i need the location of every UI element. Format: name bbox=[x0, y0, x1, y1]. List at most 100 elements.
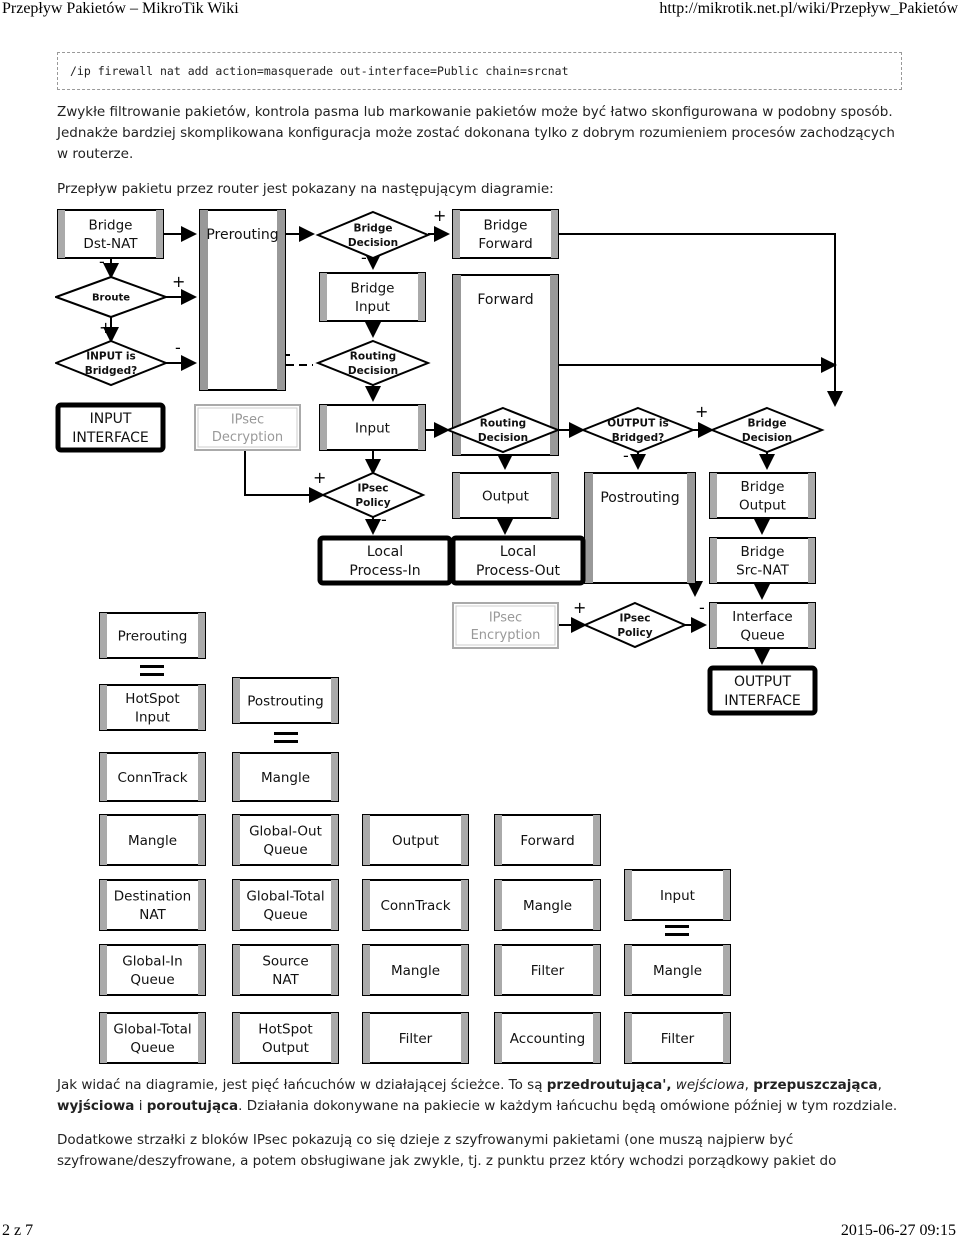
equals-icon bbox=[274, 732, 298, 743]
box-pre2: Prerouting bbox=[99, 612, 206, 659]
svg-text:Forward: Forward bbox=[520, 833, 574, 849]
svg-text:Mangle: Mangle bbox=[261, 770, 310, 786]
svg-text:Routing: Routing bbox=[480, 418, 526, 430]
packet-flow-diagram: BridgeDst-NATPreroutingBridgeInputBridge… bbox=[55, 206, 905, 1064]
svg-text:Input: Input bbox=[355, 420, 390, 436]
svg-text:Bridged?: Bridged? bbox=[85, 365, 138, 377]
page-header: Przepływ Pakietów – MikroTik Wiki http:/… bbox=[0, 0, 960, 18]
svg-text:Source: Source bbox=[262, 954, 308, 970]
diamond-input-is-bridged: INPUT is Bridged? bbox=[55, 339, 169, 387]
svg-text:Decision: Decision bbox=[478, 432, 528, 444]
diamond-broute: Broute bbox=[55, 275, 169, 319]
conjunction: i bbox=[134, 1098, 147, 1114]
box-mangle1: Mangle bbox=[99, 814, 206, 866]
page-number: 2 z 7 bbox=[2, 1222, 34, 1239]
svg-text:Output: Output bbox=[482, 488, 529, 504]
page-title: Przepływ Pakietów – MikroTik Wiki bbox=[2, 0, 239, 17]
svg-text:ConnTrack: ConnTrack bbox=[117, 770, 187, 786]
paragraph-ipsec: Dodatkowe strzałki z bloków IPsec pokazu… bbox=[57, 1132, 837, 1169]
svg-text:Forward: Forward bbox=[477, 292, 533, 308]
box-filter2: Filter bbox=[494, 944, 601, 996]
svg-text:HotSpot: HotSpot bbox=[125, 691, 179, 707]
svg-text:Global-Total: Global-Total bbox=[113, 1022, 191, 1038]
svg-text:Input: Input bbox=[135, 709, 170, 725]
box-conntrack2: ConnTrack bbox=[362, 879, 469, 931]
svg-text:Global-Out: Global-Out bbox=[249, 824, 322, 840]
svg-text:NAT: NAT bbox=[139, 907, 166, 923]
connector-arrow bbox=[244, 450, 325, 503]
sign-minus: - bbox=[175, 338, 181, 357]
box-conntrack1: ConnTrack bbox=[99, 752, 206, 802]
svg-text:OUTPUT is: OUTPUT is bbox=[607, 418, 669, 430]
box-mangle4: Mangle bbox=[494, 879, 601, 931]
chain-prerouting: przedroutująca', bbox=[546, 1077, 672, 1093]
chains-text-a: Jak widać na diagramie, jest pięć łańcuc… bbox=[57, 1077, 547, 1093]
svg-text:Destination: Destination bbox=[114, 889, 191, 905]
svg-text:Mangle: Mangle bbox=[128, 833, 177, 849]
chain-forward: przepuszczająca bbox=[753, 1077, 878, 1093]
svg-text:Queue: Queue bbox=[130, 972, 174, 988]
svg-text:Bridge: Bridge bbox=[354, 223, 393, 235]
sign-minus: - bbox=[699, 598, 705, 617]
svg-text:Prerouting: Prerouting bbox=[206, 227, 278, 243]
sign-minus: - bbox=[361, 248, 367, 267]
box-forward2: Forward bbox=[494, 814, 601, 866]
svg-text:Postrouting: Postrouting bbox=[600, 490, 679, 506]
svg-text:Queue: Queue bbox=[263, 842, 307, 858]
svg-text:NAT: NAT bbox=[272, 972, 299, 988]
svg-text:Filter: Filter bbox=[531, 963, 565, 979]
svg-text:Routing: Routing bbox=[350, 351, 396, 363]
svg-text:Filter: Filter bbox=[399, 1031, 433, 1047]
svg-text:Queue: Queue bbox=[130, 1040, 174, 1056]
chain-output: wyjściowa bbox=[57, 1098, 135, 1114]
svg-text:Input: Input bbox=[660, 888, 695, 904]
equals-icon bbox=[665, 925, 689, 936]
svg-text:IPsec: IPsec bbox=[357, 483, 388, 495]
print-date: 2015-06-27 09:15 bbox=[840, 1222, 956, 1239]
sign-plus: + bbox=[172, 272, 185, 291]
paragraph-chains: Jak widać na diagramie, jest pięć łańcuc… bbox=[57, 1075, 907, 1117]
box-filter3: Filter bbox=[624, 1012, 731, 1064]
svg-text:INPUT: INPUT bbox=[90, 411, 132, 427]
svg-text:IPsec: IPsec bbox=[231, 412, 264, 427]
box-mangle5: Mangle bbox=[624, 944, 731, 996]
svg-text:Bridge: Bridge bbox=[740, 544, 784, 560]
box-accounting: Accounting bbox=[494, 1012, 601, 1064]
box-output2: Output bbox=[362, 814, 469, 866]
svg-text:Process-Out: Process-Out bbox=[476, 563, 560, 579]
svg-text:Decryption: Decryption bbox=[212, 430, 283, 445]
svg-text:Queue: Queue bbox=[263, 907, 307, 923]
svg-text:Filter: Filter bbox=[661, 1031, 695, 1047]
sign-minus: - bbox=[623, 446, 629, 465]
sign-minus: - bbox=[381, 510, 387, 529]
paragraph-diagram-intro: Przepływ pakietu przez router jest pokaz… bbox=[57, 181, 554, 197]
svg-text:Local: Local bbox=[367, 544, 403, 560]
box-filter1: Filter bbox=[362, 1012, 469, 1064]
sign-plus: + bbox=[99, 318, 112, 337]
sign-plus: + bbox=[433, 206, 446, 225]
svg-text:Policy: Policy bbox=[617, 627, 652, 639]
svg-text:INPUT is: INPUT is bbox=[86, 351, 136, 363]
chain-input: wejściowa bbox=[675, 1077, 745, 1093]
svg-text:Src-NAT: Src-NAT bbox=[736, 562, 789, 578]
